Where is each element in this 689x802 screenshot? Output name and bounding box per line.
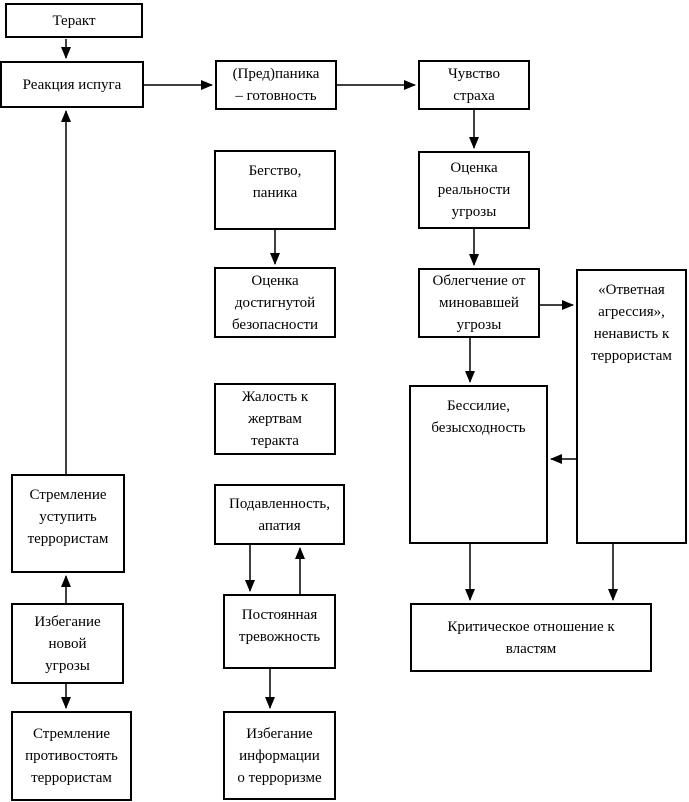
node-postoyannaya-trevozhnost: Постоянная тревожность bbox=[223, 594, 336, 669]
node-izbeganie-novoy-ugrozy: Избегание новой угрозы bbox=[11, 603, 124, 684]
node-kriticheskoe-otnoshenie-k-vlastyam: Критическое отношение к властям bbox=[410, 603, 652, 672]
node-ocenka-dostignutoy-bezopasnosti: Оценка достигнутой безопасности bbox=[214, 267, 336, 338]
node-otvetnaya-agressiya: «Ответная агрессия», ненависть к террори… bbox=[576, 269, 687, 544]
node-terakt: Теракт bbox=[5, 3, 143, 38]
node-oblegchenie-ot-minovavshey-ugrozy: Облегчение от миновавшей угрозы bbox=[418, 268, 540, 338]
node-stremlenie-ustupit-terroristam: Стремление уступить террористам bbox=[11, 474, 125, 573]
node-ocenka-realnosti-ugrozy: Оценка реальности угрозы bbox=[418, 151, 530, 229]
node-stremlenie-protivostoyat-terroristam: Стремление противостоять террористам bbox=[11, 711, 132, 801]
node-zhalost-k-zhertvam-terakta: Жалость к жертвам теракта bbox=[214, 383, 336, 455]
node-predpanika-gotovnost: (Пред)паника – готовность bbox=[215, 60, 337, 110]
node-bessilie-bezyshodnost: Бессилие, безысходность bbox=[409, 385, 548, 544]
node-izbeganie-informacii-o-terrorizme: Избегание информации о терроризме bbox=[223, 711, 336, 800]
node-begstvo-panika: Бегство, паника bbox=[214, 150, 336, 230]
node-reakcia-ispuga: Реакция испуга bbox=[0, 61, 144, 108]
node-chuvstvo-straha: Чувство страха bbox=[418, 60, 530, 110]
node-podavlennost-apatiya: Подавленность, апатия bbox=[214, 484, 345, 545]
